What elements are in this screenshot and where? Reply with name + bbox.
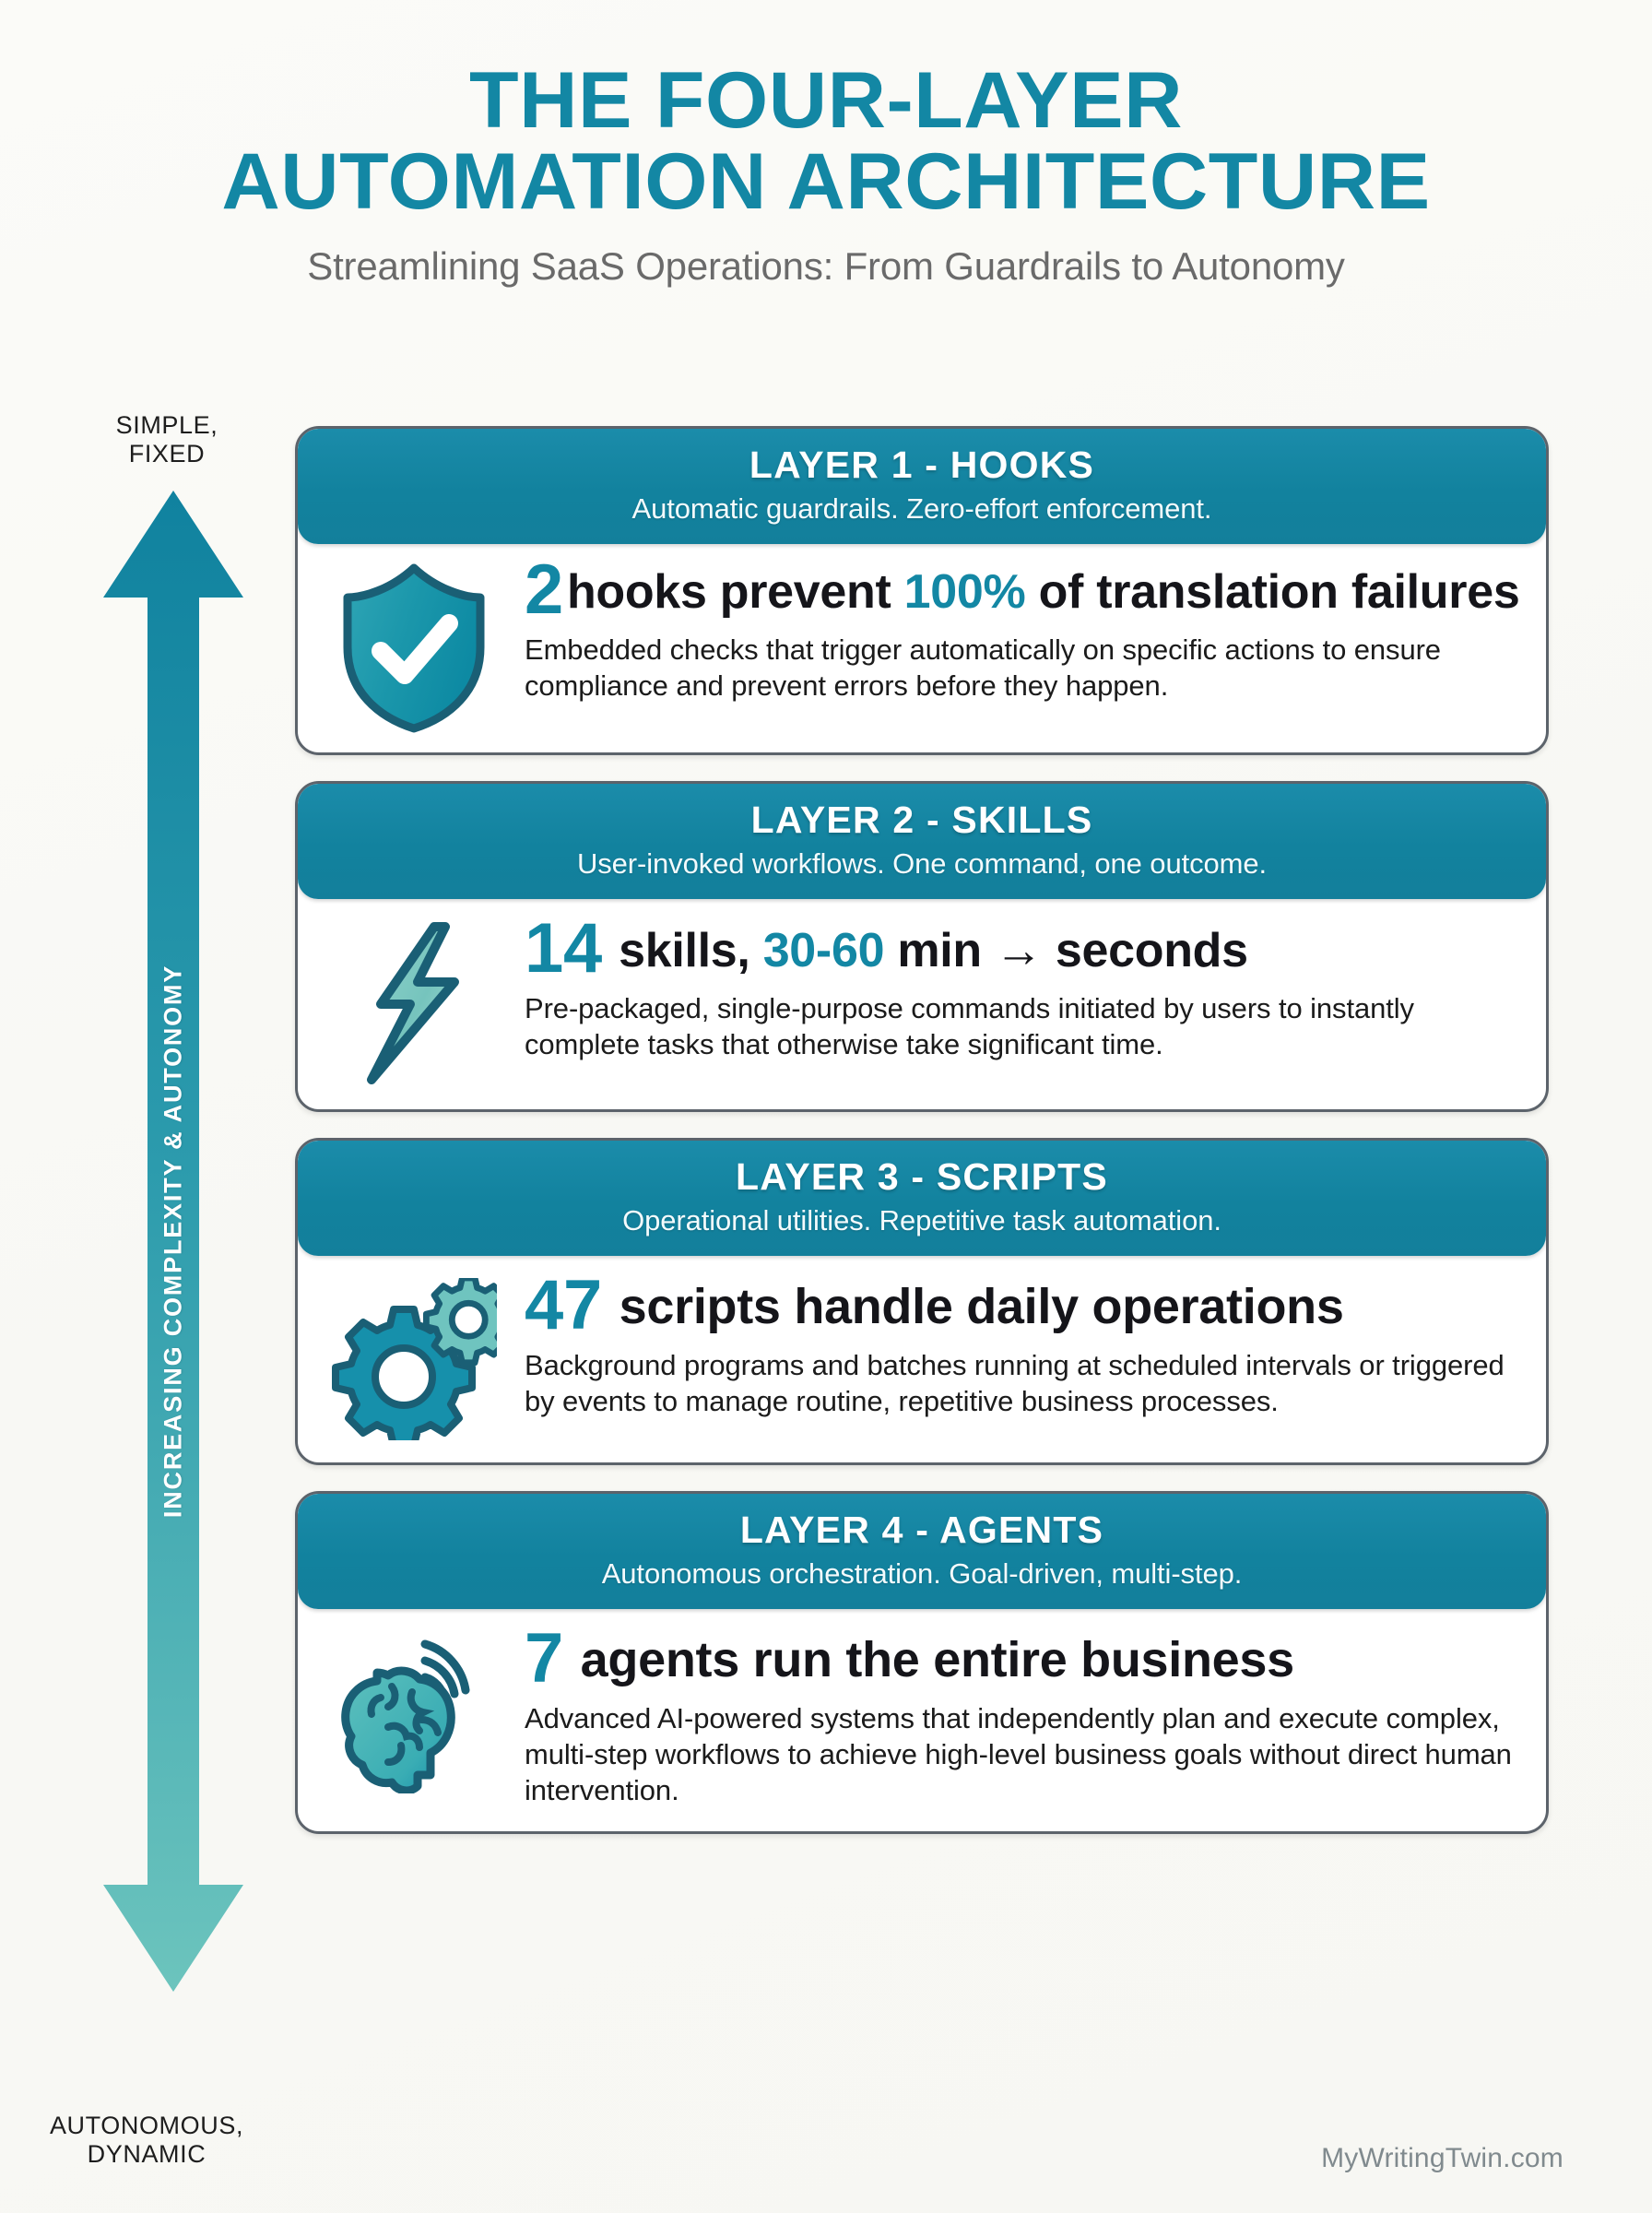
layer-subtitle: User-invoked workflows. One command, one… (576, 847, 1268, 880)
layer-title: LAYER 1 - HOOKS (749, 444, 1095, 486)
gears-icon (322, 1272, 506, 1440)
layer-stat-before: skills, (605, 924, 763, 977)
layer-stat-number: 47 (525, 1266, 602, 1344)
layer-title: LAYER 3 - SCRIPTS (736, 1155, 1108, 1198)
axis-bottom-caption-line-2: DYNAMIC (87, 2139, 206, 2168)
page-title-line-1: THE FOUR-LAYER (469, 56, 1183, 145)
layer-card-body: 7 agents run the entire business Advance… (298, 1609, 1546, 1831)
complexity-axis: SIMPLE, FIXED INCREASING COMPLEXITY & AU… (50, 411, 288, 2168)
layer-text: 14 skills, 30-60 min → seconds Pre-packa… (525, 914, 1522, 1063)
layer-description: Advanced AI-powered systems that indepen… (525, 1702, 1512, 1806)
layer-description: Pre-packaged, single-purpose commands in… (525, 992, 1414, 1061)
layer-card-hooks[interactable]: LAYER 1 - HOOKS Automatic guardrails. Ze… (295, 426, 1549, 755)
layer-card-agents[interactable]: LAYER 4 - AGENTS Autonomous orchestratio… (295, 1491, 1549, 1834)
layer-card-body: 14 skills, 30-60 min → seconds Pre-packa… (298, 899, 1546, 1109)
layer-stat-before: hooks prevent (566, 565, 904, 619)
shield-check-icon (322, 557, 506, 734)
layer-text: 47 scripts handle daily operations Backg… (525, 1271, 1522, 1420)
axis-top-caption: SIMPLE, FIXED (52, 411, 282, 468)
layer-stat-before: scripts handle daily operations (605, 1279, 1344, 1334)
layer-card-scripts[interactable]: LAYER 3 - SCRIPTS Operational utilities.… (295, 1138, 1549, 1465)
axis-bottom-caption-line-1: AUTONOMOUS, (49, 2111, 244, 2139)
layer-stat: 7 agents run the entire business (525, 1624, 1522, 1694)
brain-signal-icon (322, 1626, 506, 1793)
layer-stat-highlight: 30-60 (762, 924, 885, 977)
layer-cards: LAYER 1 - HOOKS Automatic guardrails. Ze… (295, 426, 1549, 1860)
footer-credit: MyWritingTwin.com (1321, 2143, 1564, 2173)
layer-stat: 2hooks prevent 100% of translation failu… (525, 555, 1522, 625)
layer-stat-number: 14 (525, 909, 602, 988)
layer-text: 2hooks prevent 100% of translation failu… (525, 555, 1522, 704)
layer-title: LAYER 2 - SKILLS (750, 799, 1093, 841)
axis-top-caption-line-2: FIXED (128, 440, 206, 468)
axis-top-caption-line-1: SIMPLE, (115, 411, 218, 439)
layer-stat-after: min → seconds (884, 924, 1248, 977)
axis-vertical-label: INCREASING COMPLEXITY & AUTONOMY (159, 964, 187, 1519)
layer-subtitle: Automatic guardrails. Zero-effort enforc… (631, 492, 1212, 525)
layer-card-skills[interactable]: LAYER 2 - SKILLS User-invoked workflows.… (295, 781, 1549, 1112)
layer-stat: 14 skills, 30-60 min → seconds (525, 914, 1522, 984)
layer-card-header: LAYER 4 - AGENTS Autonomous orchestratio… (298, 1494, 1546, 1609)
layer-card-body: 2hooks prevent 100% of translation failu… (298, 544, 1546, 752)
lightning-bolt-icon (322, 916, 506, 1087)
page-title-line-2: AUTOMATION ARCHITECTURE (221, 136, 1431, 226)
page-subtitle: Streamlining SaaS Operations: From Guard… (307, 244, 1345, 289)
layer-stat: 47 scripts handle daily operations (525, 1271, 1522, 1341)
layer-card-header: LAYER 2 - SKILLS User-invoked workflows.… (298, 784, 1546, 899)
layer-card-header: LAYER 3 - SCRIPTS Operational utilities.… (298, 1141, 1546, 1256)
double-arrow-icon: INCREASING COMPLEXITY & AUTONOMY (103, 491, 243, 1992)
layer-card-header: LAYER 1 - HOOKS Automatic guardrails. Ze… (298, 429, 1546, 544)
layer-subtitle: Operational utilities. Repetitive task a… (622, 1204, 1221, 1237)
layer-description: Background programs and batches running … (525, 1349, 1504, 1418)
layer-card-body: 47 scripts handle daily operations Backg… (298, 1256, 1546, 1462)
axis-bottom-caption: AUTONOMOUS, DYNAMIC (31, 2112, 262, 2169)
page-title: THE FOUR-LAYER AUTOMATION ARCHITECTURE (0, 60, 1652, 226)
layer-stat-before: agents run the entire business (566, 1632, 1295, 1687)
layer-stat-number: 2 (525, 550, 563, 629)
layer-stat-after: of translation failures (1025, 565, 1520, 619)
layer-subtitle: Autonomous orchestration. Goal-driven, m… (601, 1557, 1243, 1590)
header: THE FOUR-LAYER AUTOMATION ARCHITECTURE S… (0, 60, 1652, 289)
layer-title: LAYER 4 - AGENTS (739, 1509, 1104, 1551)
layer-stat-highlight: 100% (903, 565, 1026, 619)
layer-stat-number: 7 (525, 1619, 563, 1698)
layer-description: Embedded checks that trigger automatical… (525, 633, 1441, 703)
layer-text: 7 agents run the entire business Advance… (525, 1624, 1522, 1809)
